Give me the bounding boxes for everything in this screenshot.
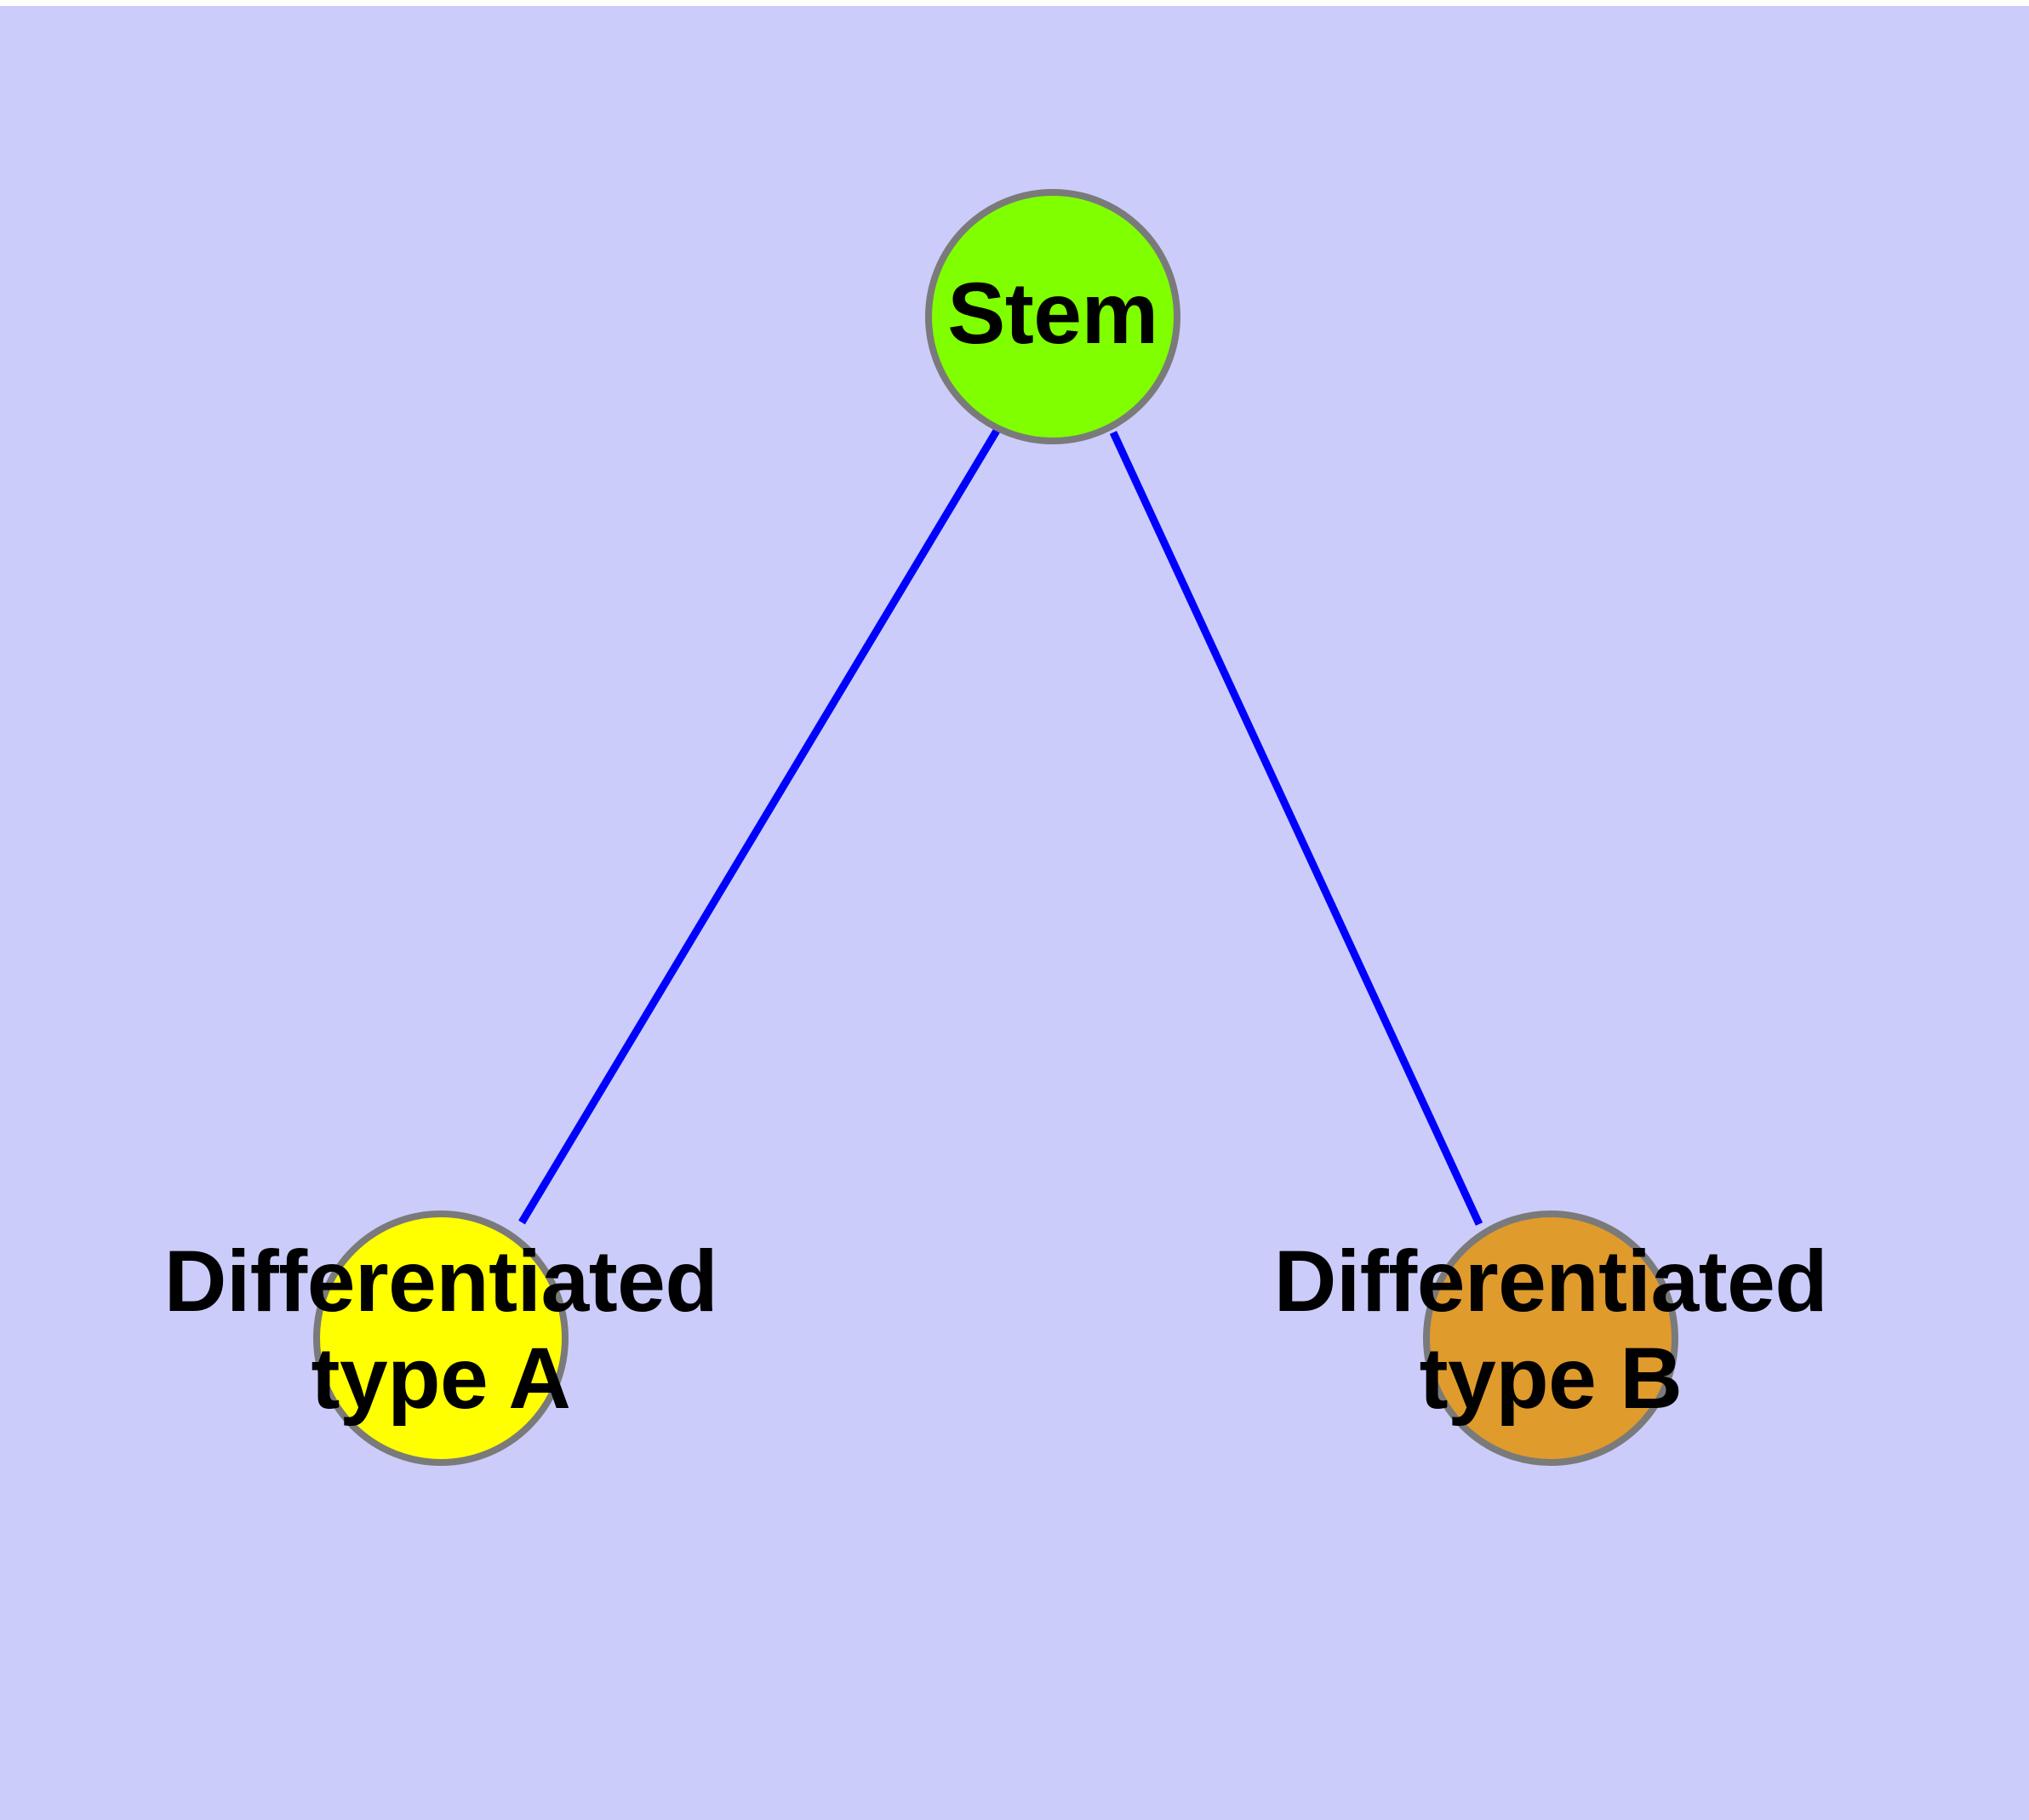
edge-stem-to-diff-b: [1109, 431, 1483, 1226]
node-differentiated-type-b[interactable]: [1423, 1210, 1678, 1466]
edge-stem-to-diff-a: [518, 428, 1000, 1225]
node-stem[interactable]: [925, 189, 1180, 444]
node-differentiated-type-a[interactable]: [313, 1210, 569, 1466]
top-edge-strip: [0, 0, 2029, 6]
